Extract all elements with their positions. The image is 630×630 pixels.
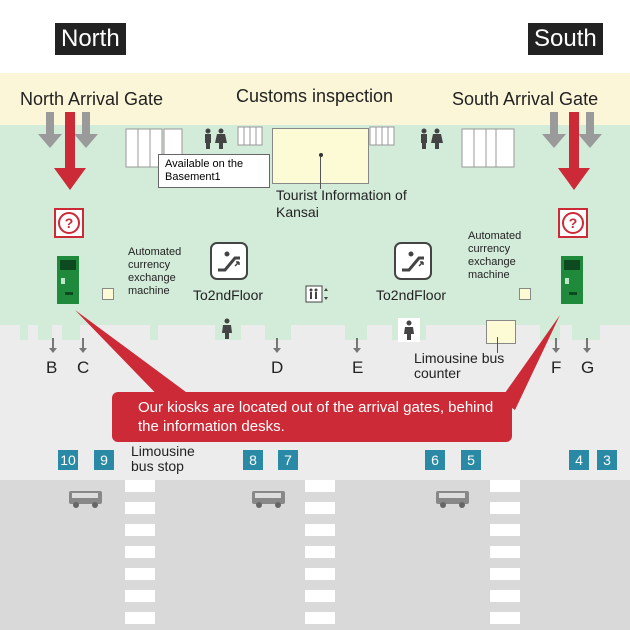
svg-text:?: ?	[65, 215, 74, 231]
arrival-gate-band	[0, 73, 630, 125]
currency-exchange-label-south: Automated currency exchange machine	[468, 230, 522, 281]
escalator-icon	[394, 242, 432, 280]
bus-stop-10: 10	[58, 450, 78, 470]
currency-exchange-label-north: Automated currency exchange machine	[128, 246, 182, 297]
restroom-icon	[421, 128, 443, 149]
limousine-bus-counter-label: Limousine bus counter	[414, 350, 505, 381]
to-2nd-floor-label-south: To2ndFloor	[376, 287, 447, 303]
crosswalk-3	[490, 480, 520, 630]
north-exit-arrow-icon	[54, 112, 86, 190]
limousine-bus-stop-label: Limousine bus stop	[131, 443, 195, 474]
bus-stop-7: 7	[278, 450, 298, 470]
tourist-info-label: Tourist Information of Kansai	[276, 187, 407, 220]
bus-stop-5: 5	[461, 450, 481, 470]
person-icon	[222, 318, 232, 339]
south-exit-arrow-icon	[558, 112, 590, 190]
currency-exchange-marker-north	[102, 288, 114, 300]
exit-arrows	[49, 338, 591, 353]
bus-icon	[436, 491, 469, 508]
bus-stop-9: 9	[94, 450, 114, 470]
bus-stop-8: 8	[243, 450, 263, 470]
bus-stop-6: 6	[425, 450, 445, 470]
kiosk-location-callout: Our kiosks are located out of the arriva…	[112, 392, 512, 442]
north-gate-arrows	[38, 112, 98, 190]
escalator-icon	[210, 242, 248, 280]
exit-c: C	[77, 358, 90, 377]
crosswalk-2	[305, 480, 335, 630]
customs-inspection-label: Customs inspection	[236, 86, 394, 106]
restroom-icon	[205, 128, 227, 149]
crosswalk-1	[125, 480, 155, 630]
south-callout-pointer	[500, 315, 560, 410]
currency-exchange-marker-south	[519, 288, 531, 300]
south-label: South	[528, 23, 603, 55]
bus-stop-3: 3	[597, 450, 617, 470]
north-callout-pointer	[75, 310, 190, 408]
north-arrival-gate-label: North Arrival Gate	[20, 89, 164, 109]
svg-text:?: ?	[569, 215, 578, 231]
north-label: North	[55, 23, 126, 55]
info-question-icon: ?	[558, 208, 588, 238]
exit-f: F	[551, 358, 562, 377]
south-arrival-gate-label: South Arrival Gate	[452, 89, 599, 109]
hall-structures	[125, 126, 515, 168]
kiosk-icon	[57, 256, 79, 304]
bus-stop-4: 4	[569, 450, 589, 470]
elevator-icon	[305, 285, 328, 303]
exit-g: G	[581, 358, 595, 377]
available-basement-note: Available on the Basement1	[158, 154, 270, 188]
exit-e: E	[352, 358, 364, 377]
exit-b: B	[46, 358, 58, 377]
kiosk-icon	[561, 256, 583, 304]
info-question-icon: ?	[54, 208, 84, 238]
tourist-info-marker	[319, 153, 323, 157]
limousine-bus-counter-box	[486, 320, 516, 344]
to-2nd-floor-label-north: To2ndFloor	[193, 287, 264, 303]
limousine-counter-leader	[497, 337, 498, 353]
bus-icon	[252, 491, 285, 508]
south-gate-arrows	[542, 112, 602, 190]
exit-d: D	[271, 358, 284, 377]
tourist-info-leader	[320, 157, 321, 189]
bus-icon	[69, 491, 102, 508]
person-icon	[404, 320, 414, 340]
